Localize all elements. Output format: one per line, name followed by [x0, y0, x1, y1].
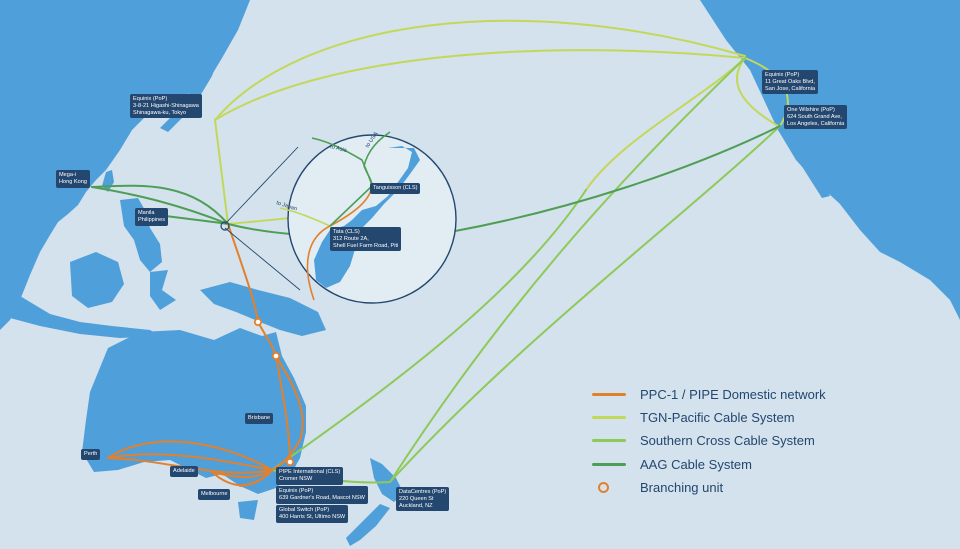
branching-unit — [253, 317, 263, 327]
sulawesi-landmass — [150, 270, 176, 310]
hongkong-label: Mega-i Hong Kong — [56, 170, 90, 188]
sanjose-pop-label: Equinix (PoP) 11 Great Oaks Blvd, San Jo… — [762, 70, 819, 95]
brisbane-label: Brisbane — [245, 413, 274, 424]
tokyo-pop-label: Equinix (PoP) 3-8-21 Higashi-Shinagawa S… — [130, 94, 202, 119]
inset-green-link — [329, 185, 373, 227]
legend-label-tgn: TGN-Pacific Cable System — [640, 410, 795, 426]
inset-connector-bottom — [224, 227, 301, 291]
legend-label-branching-unit: Branching unit — [640, 479, 724, 495]
new-guinea-landmass — [200, 282, 326, 336]
manila-label: Manila Philippines — [135, 208, 169, 226]
branching-unit — [285, 457, 295, 467]
north-america-landmass — [700, 0, 960, 320]
legend-label-aag: AAG Cable System — [640, 456, 752, 472]
inset-cables — [279, 131, 391, 301]
adelaide-label: Adelaide — [170, 466, 198, 477]
ultimo-pop-label: Global Switch (PoP) 400 Harris St, Ultim… — [276, 505, 349, 523]
guam-locator-circle — [220, 221, 230, 231]
baja-california-landmass — [794, 142, 830, 198]
losangeles-pop-label: One Wilshire (PoP) 624 South Grand Ave, … — [784, 105, 848, 130]
perth-label: Perth — [81, 449, 101, 460]
tasmania-landmass — [238, 500, 258, 520]
mascot-pop-label: Equinix (PoP) 639 Gardner's Road, Mascot… — [276, 486, 368, 504]
tanguisson-cls-label: Tanguisson (CLS) — [370, 183, 421, 194]
legend-swatch-aag — [592, 462, 626, 466]
japan-landmass — [160, 0, 226, 132]
cromer-cls-label: PIPE International (CLS) Cromer NSW — [276, 467, 344, 485]
legend-label-southern-cross: Southern Cross Cable System — [640, 433, 815, 449]
inset-connector-top — [224, 146, 299, 225]
inset-cls-to-cls-cable — [306, 185, 373, 301]
legend-swatch-tgn — [592, 416, 626, 420]
legend-swatch-ppc1 — [592, 393, 626, 396]
branching-unit — [271, 351, 281, 361]
inset-to-usa-cable — [363, 131, 391, 187]
sumatra-java-landmass — [0, 296, 160, 338]
auckland-pop-label: DataCentres (PoP) 220 Queen St Auckland,… — [396, 487, 450, 512]
guam-inset: to Asia to USA to Japan — [220, 131, 457, 304]
new-zealand-north-landmass — [370, 458, 404, 502]
southern-cross-cable — [271, 57, 781, 484]
tata-cls-label: Tata (CLS) 312 Route 2A, Shell Fuel Farm… — [330, 227, 402, 252]
asia-landmass — [0, 0, 250, 330]
tgn-pacific-cable — [214, 19, 789, 225]
borneo-landmass — [70, 252, 124, 308]
new-zealand-south-landmass — [346, 504, 390, 546]
philippines-landmass — [120, 198, 162, 272]
melbourne-label: Melbourne — [198, 489, 231, 500]
australia-landmass — [82, 328, 306, 494]
inset-label-to-asia: to Asia — [330, 144, 349, 154]
inset-to-japan-cable — [279, 207, 331, 227]
guam-island — [314, 146, 420, 288]
legend-swatch-southern-cross — [592, 439, 626, 443]
legend-label-ppc1: PPC-1 / PIPE Domestic network — [640, 387, 826, 402]
branching-units — [253, 317, 295, 467]
branching-unit-icon — [598, 481, 609, 493]
